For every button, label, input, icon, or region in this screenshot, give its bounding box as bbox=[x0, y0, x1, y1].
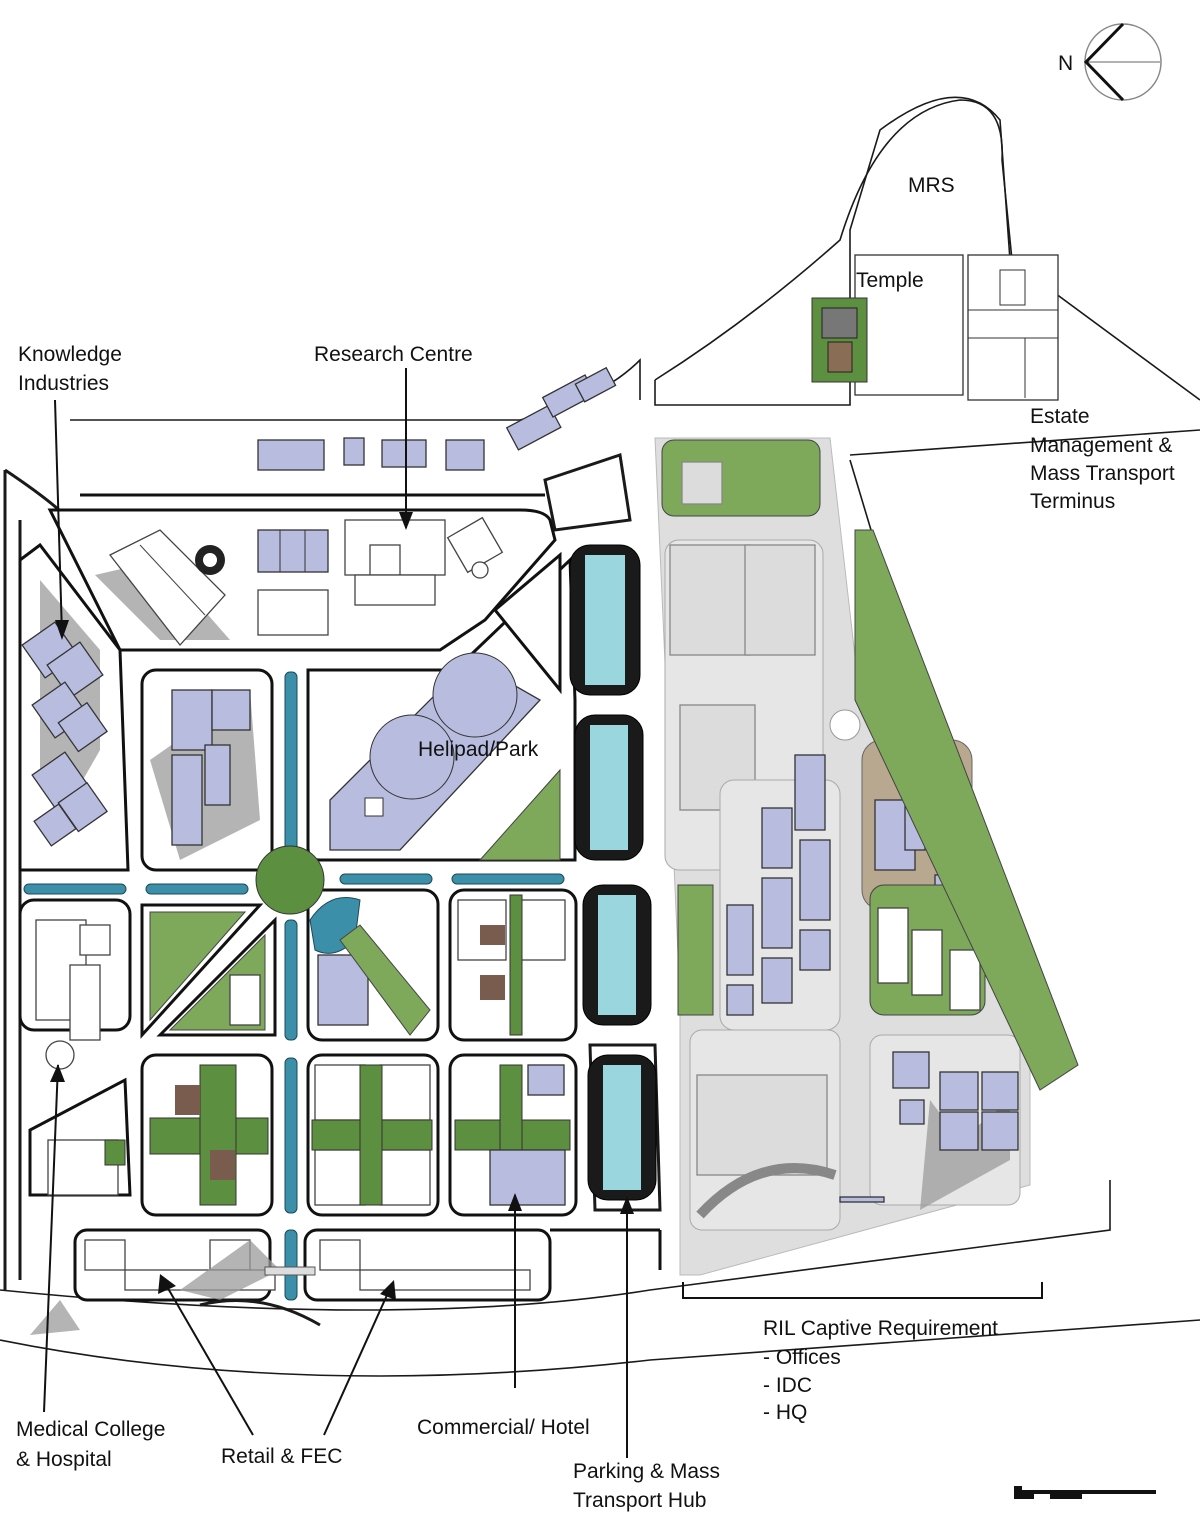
medical-label-1: Medical College bbox=[16, 1418, 165, 1441]
commercial-hotel-label: Commercial/ Hotel bbox=[417, 1416, 590, 1439]
ril-item-offices: - Offices bbox=[763, 1346, 841, 1369]
parking-hub-label-2: Transport Hub bbox=[573, 1489, 706, 1512]
temple-label: Temple bbox=[856, 269, 924, 292]
knowledge-industries-label-1: Knowledge bbox=[18, 343, 122, 366]
parking-hub-label-1: Parking & Mass bbox=[573, 1460, 720, 1483]
annotation-arrows bbox=[43, 368, 1043, 1458]
research-centre-block bbox=[95, 516, 504, 647]
scale-bar-icon bbox=[1014, 1486, 1156, 1499]
medical-label-2: & Hospital bbox=[16, 1448, 112, 1471]
knowledge-industries-cluster bbox=[21, 580, 260, 860]
research-centre-label: Research Centre bbox=[314, 343, 473, 366]
north-strip-buildings bbox=[80, 366, 617, 497]
ril-title-label: RIL Captive Requirement bbox=[763, 1317, 998, 1340]
central-roundabout bbox=[255, 845, 325, 915]
retail-label: Retail & FEC bbox=[221, 1445, 342, 1468]
ril-item-hq: - HQ bbox=[763, 1401, 807, 1424]
ril-zone bbox=[654, 437, 1079, 1276]
helipad-park: Helipad/Park bbox=[329, 652, 561, 861]
map-labels: Knowledge Industries Research Centre Est… bbox=[16, 343, 1175, 1512]
water-channels bbox=[23, 671, 565, 1301]
estate-label-4: Terminus bbox=[1030, 490, 1115, 513]
estate-label-2: Management & bbox=[1030, 434, 1172, 457]
mrs-label: MRS bbox=[908, 174, 955, 197]
parking-transport-hub bbox=[569, 544, 657, 1201]
ril-item-idc: - IDC bbox=[763, 1374, 812, 1397]
north-label: N bbox=[1058, 52, 1073, 75]
north-arrow-icon: N bbox=[1058, 22, 1162, 102]
estate-label-1: Estate bbox=[1030, 405, 1090, 428]
helipad-park-label: Helipad/Park bbox=[418, 738, 539, 761]
estate-label-3: Mass Transport bbox=[1030, 462, 1175, 485]
knowledge-industries-label-2: Industries bbox=[18, 372, 109, 395]
lower-blocks bbox=[30, 894, 571, 1335]
mrs-temple-area: MRS Temple bbox=[811, 174, 1059, 401]
